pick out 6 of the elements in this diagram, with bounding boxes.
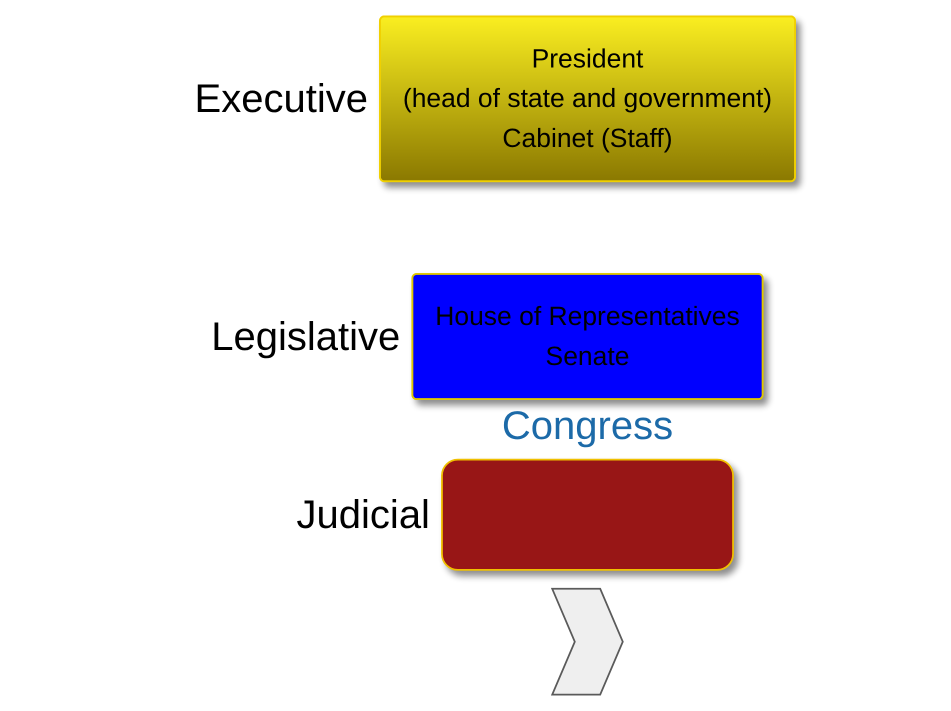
row-label: Executive xyxy=(194,76,368,122)
row-label: Legislative xyxy=(211,314,400,360)
row-label: Judicial xyxy=(296,492,430,538)
group-label: Congress xyxy=(502,403,674,450)
node-box xyxy=(441,458,734,571)
node-chevron xyxy=(550,588,624,696)
